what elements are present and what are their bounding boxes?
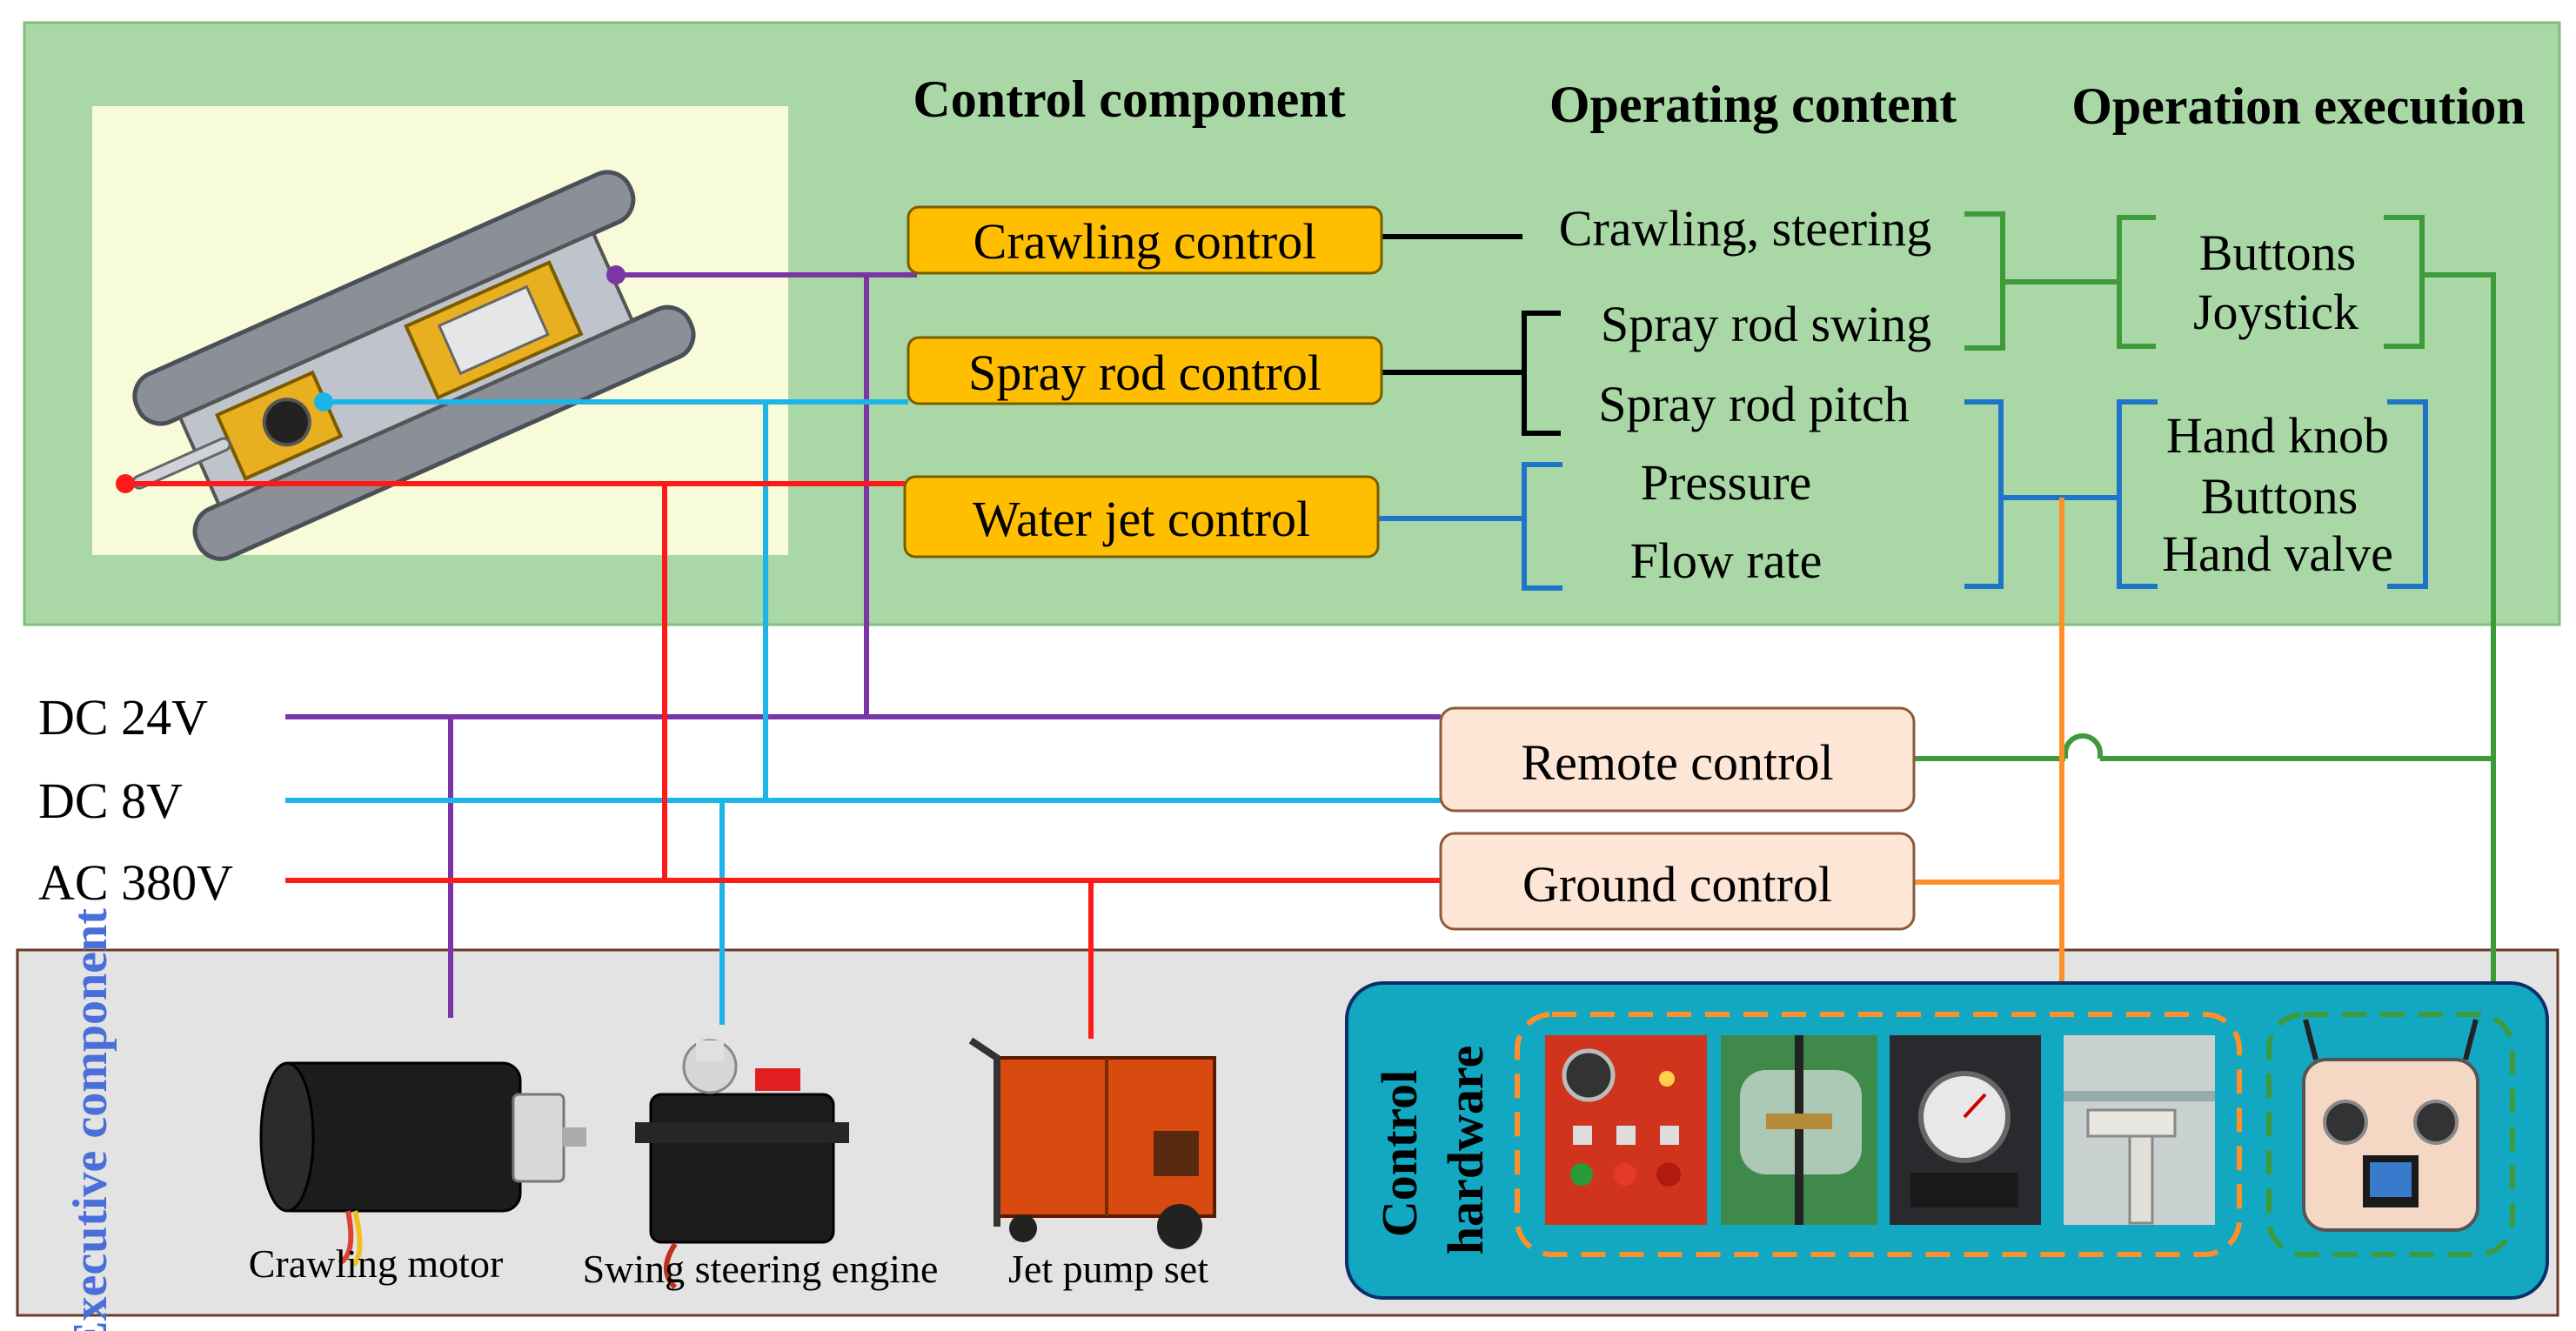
header-operation-execution: Operation execution (2071, 77, 2526, 135)
control-hardware-title-line1: Control (1371, 1070, 1428, 1237)
op-pressure: Pressure (1641, 454, 1812, 511)
exec-buttons-1: Buttons (2199, 224, 2357, 281)
ground-control-wiring (1914, 498, 2064, 1014)
remote-control-box: Remote control (1439, 706, 1916, 813)
op-spray-rod-pitch: Spray rod pitch (1598, 376, 1910, 432)
ground-hardware-group (1515, 1012, 2242, 1257)
remote-hardware-group (2266, 1012, 2515, 1257)
crawling-motor-label: Crawling motor (249, 1241, 504, 1286)
exec-hand-knob: Hand knob (2166, 407, 2389, 464)
jet-pump-set-label: Jet pump set (1008, 1247, 1208, 1291)
ground-control-panel-photo (1545, 1035, 1707, 1225)
op-flow-rate: Flow rate (1630, 532, 1823, 589)
pressure-gauge-photo (1890, 1035, 2041, 1225)
remote-control-label: Remote control (1521, 734, 1833, 791)
water-jet-bracket (1375, 399, 2428, 591)
water-jet-control-box: Water jet control (903, 475, 1380, 558)
crawling-control-box: Crawling control (907, 205, 1383, 275)
ground-control-label: Ground control (1522, 856, 1832, 913)
executive-component-title: Executive component (64, 908, 117, 1331)
power-ac380v-label: AC 380V (38, 854, 233, 911)
swing-steering-engine-label: Swing steering engine (583, 1247, 939, 1291)
water-jet-connection-dot (116, 474, 135, 493)
exec-buttons-2: Buttons (2201, 468, 2359, 525)
crawling-motor-image (259, 1061, 586, 1267)
remote-controller-photo (2302, 1019, 2479, 1232)
ground-control-box: Ground control (1439, 832, 1916, 931)
dc24v-wiring (285, 272, 1441, 1018)
water-jet-control-label: Water jet control (973, 491, 1310, 547)
exec-joystick: Joystick (2193, 284, 2359, 340)
power-dc8v-label: DC 8V (38, 773, 183, 829)
header-control-component: Control component (913, 70, 1345, 128)
op-crawling-steering: Crawling, steering (1559, 200, 1931, 257)
operating-connectors (1378, 234, 1561, 436)
power-dc24v-label: DC 24V (38, 689, 208, 746)
crawling-connection-dot (606, 265, 626, 284)
exec-hand-valve: Hand valve (2162, 525, 2393, 582)
spray-rod-control-label: Spray rod control (968, 344, 1321, 401)
spray-rod-connection-dot (314, 392, 333, 411)
crawling-control-label: Crawling control (974, 213, 1317, 270)
swing-steering-engine-image (635, 1039, 849, 1290)
mechanical-bracket-photo (2064, 1035, 2215, 1225)
robot-illustration (92, 106, 788, 561)
op-spray-rod-swing: Spray rod swing (1601, 296, 1931, 352)
header-operating-content: Operating content (1549, 76, 1957, 133)
spray-rod-control-box: Spray rod control (907, 336, 1383, 405)
jet-pump-set-image (968, 1037, 1216, 1249)
hand-valve-photo (1721, 1035, 1877, 1225)
dc8v-wiring (285, 399, 1441, 1025)
control-hardware-title-line2: hardware (1437, 1046, 1494, 1255)
ac380v-wiring (125, 481, 1441, 1039)
crawling-bracket (1914, 211, 2496, 1028)
